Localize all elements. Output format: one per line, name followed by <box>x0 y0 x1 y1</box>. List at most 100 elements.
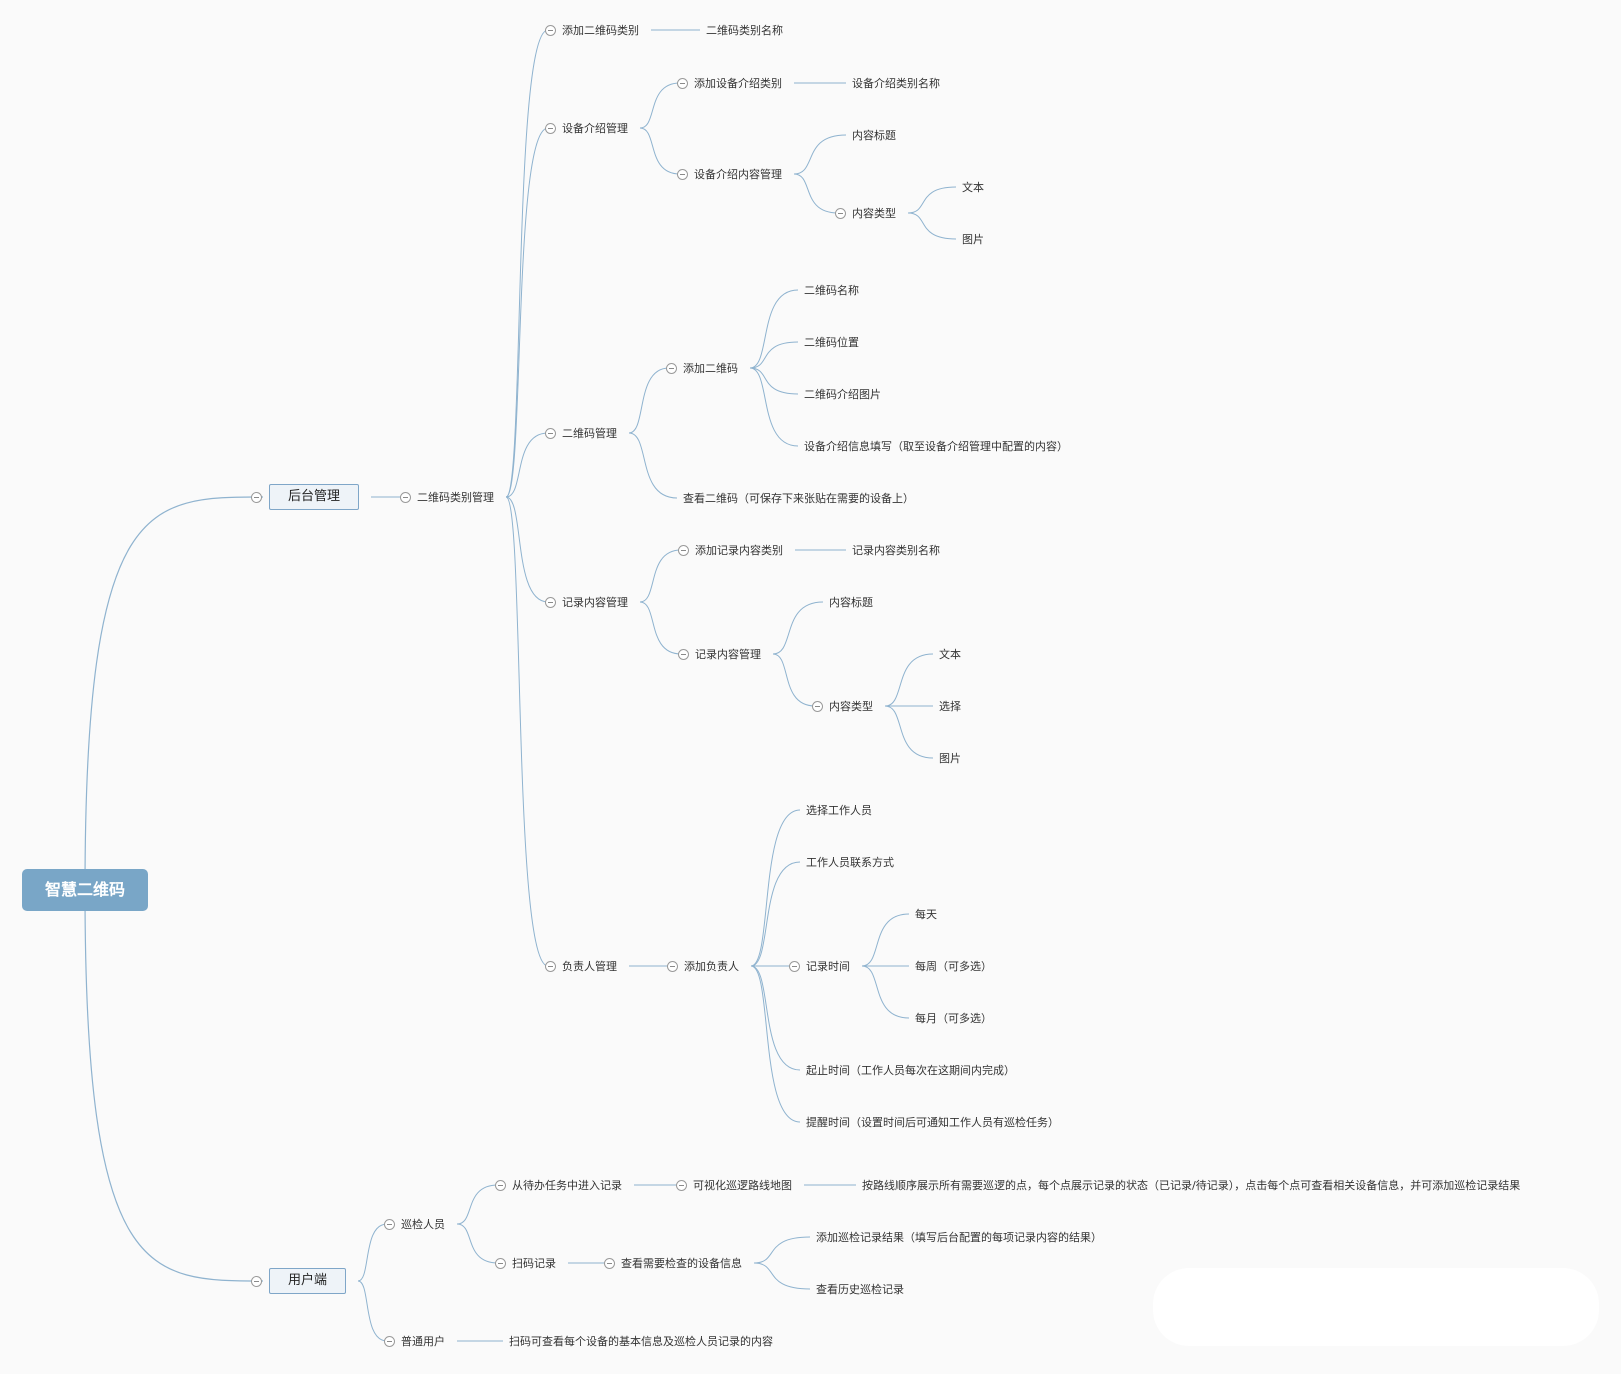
topic-node[interactable]: 每天 <box>915 907 937 921</box>
topic-node[interactable]: 添加记录内容类别 <box>695 543 783 557</box>
connector-line <box>772 601 824 655</box>
collapse-toggle-icon[interactable] <box>251 1275 262 1287</box>
topic-node[interactable]: 工作人员联系方式 <box>806 855 894 869</box>
main-branch-topic[interactable]: 用户端 <box>269 1268 347 1294</box>
connector-line <box>639 601 682 655</box>
topic-node[interactable]: 记录内容类别名称 <box>852 543 940 557</box>
topic-node[interactable]: 二维码位置 <box>804 335 859 349</box>
topic-node[interactable]: 记录内容管理 <box>562 595 628 609</box>
collapse-toggle-icon[interactable] <box>545 427 556 439</box>
collapse-toggle-icon[interactable] <box>495 1257 506 1269</box>
collapse-toggle-icon[interactable] <box>812 700 823 712</box>
topic-node[interactable]: 设备介绍类别名称 <box>852 76 940 90</box>
topic-node[interactable]: 查看需要检查的设备信息 <box>621 1256 742 1270</box>
connector-line <box>639 82 681 129</box>
connector-line <box>357 1280 388 1342</box>
topic-node[interactable]: 添加二维码类别 <box>562 23 639 37</box>
connector-line <box>749 341 799 369</box>
topic-node[interactable]: 添加二维码 <box>683 361 738 375</box>
connector-line <box>750 861 801 967</box>
collapse-toggle-icon[interactable] <box>676 1179 687 1191</box>
topic-node[interactable]: 添加巡检记录结果（填写后台配置的每项记录内容的结果） <box>816 1230 1102 1244</box>
collapse-toggle-icon[interactable] <box>678 544 689 556</box>
connector-line <box>749 367 799 395</box>
collapse-toggle-icon[interactable] <box>545 960 556 972</box>
topic-node[interactable]: 二维码类别管理 <box>417 490 494 504</box>
topic-node[interactable]: 二维码介绍图片 <box>804 387 881 401</box>
collapse-toggle-icon[interactable] <box>678 648 689 660</box>
connector-line <box>861 913 910 967</box>
topic-node[interactable]: 设备介绍信息填写（取至设备介绍管理中配置的内容） <box>804 439 1068 453</box>
topic-node[interactable]: 图片 <box>962 232 984 246</box>
connector-line <box>84 889 264 1282</box>
topic-node[interactable]: 设备介绍内容管理 <box>694 167 782 181</box>
topic-node[interactable]: 起止时间（工作人员每次在这期间内完成） <box>806 1063 1015 1077</box>
collapse-toggle-icon[interactable] <box>384 1335 395 1347</box>
connector-line <box>505 496 549 603</box>
connector-line <box>753 1236 811 1264</box>
topic-node[interactable]: 添加设备介绍类别 <box>694 76 782 90</box>
topic-node[interactable]: 选择工作人员 <box>806 803 872 817</box>
connector-line <box>456 1184 499 1225</box>
collapse-toggle-icon[interactable] <box>545 24 556 36</box>
connector-line <box>639 549 682 603</box>
topic-node[interactable]: 每周（可多选） <box>915 959 992 973</box>
connector-line <box>749 289 799 369</box>
connector-line <box>628 367 670 434</box>
topic-node[interactable]: 可视化巡逻路线地图 <box>693 1178 792 1192</box>
collapse-toggle-icon[interactable] <box>251 491 262 503</box>
connector-line <box>84 496 264 891</box>
collapse-toggle-icon[interactable] <box>384 1218 395 1230</box>
blank-overlay <box>1153 1268 1599 1346</box>
root-topic[interactable]: 智慧二维码 <box>22 869 149 911</box>
topic-node[interactable]: 从待办任务中进入记录 <box>512 1178 622 1192</box>
collapse-toggle-icon[interactable] <box>677 77 688 89</box>
topic-node[interactable]: 添加负责人 <box>684 959 739 973</box>
topic-node[interactable]: 记录时间 <box>806 959 850 973</box>
collapse-toggle-icon[interactable] <box>545 596 556 608</box>
topic-node[interactable]: 按路线顺序展示所有需要巡逻的点，每个点展示记录的状态（已记录/待记录），点击每个… <box>862 1178 1521 1192</box>
connector-line <box>505 496 549 967</box>
collapse-toggle-icon[interactable] <box>677 168 688 180</box>
collapse-toggle-icon[interactable] <box>604 1257 615 1269</box>
collapse-toggle-icon[interactable] <box>400 491 411 503</box>
topic-node[interactable]: 选择 <box>939 699 961 713</box>
topic-node[interactable]: 二维码类别名称 <box>706 23 783 37</box>
collapse-toggle-icon[interactable] <box>666 362 677 374</box>
main-branch-topic[interactable]: 后台管理 <box>269 484 360 510</box>
topic-node[interactable]: 内容标题 <box>829 595 873 609</box>
connector-line <box>639 127 681 175</box>
connector-line <box>456 1223 499 1264</box>
topic-node[interactable]: 内容标题 <box>852 128 896 142</box>
topic-node[interactable]: 文本 <box>939 647 961 661</box>
topic-node[interactable]: 普通用户 <box>401 1334 445 1348</box>
collapse-toggle-icon[interactable] <box>495 1179 506 1191</box>
topic-node[interactable]: 查看二维码（可保存下来张贴在需要的设备上） <box>683 491 914 505</box>
topic-node[interactable]: 文本 <box>962 180 984 194</box>
connector-line <box>750 965 801 1123</box>
collapse-toggle-icon[interactable] <box>789 960 800 972</box>
topic-node[interactable]: 扫码可查看每个设备的基本信息及巡检人员记录的内容 <box>509 1334 773 1348</box>
topic-node[interactable]: 图片 <box>939 751 961 765</box>
topic-node[interactable]: 负责人管理 <box>562 959 617 973</box>
topic-node[interactable]: 提醒时间（设置时间后可通知工作人员有巡检任务） <box>806 1115 1059 1129</box>
topic-node[interactable]: 二维码管理 <box>562 426 617 440</box>
connector-line <box>861 965 910 1019</box>
topic-node[interactable]: 二维码名称 <box>804 283 859 297</box>
connector-line <box>628 432 678 499</box>
topic-node[interactable]: 内容类型 <box>829 699 873 713</box>
collapse-toggle-icon[interactable] <box>835 207 846 219</box>
topic-node[interactable]: 查看历史巡检记录 <box>816 1282 904 1296</box>
connector-line <box>505 127 549 498</box>
topic-node[interactable]: 记录内容管理 <box>695 647 761 661</box>
collapse-toggle-icon[interactable] <box>667 960 678 972</box>
collapse-toggle-icon[interactable] <box>545 122 556 134</box>
connector-line <box>505 29 549 498</box>
topic-node[interactable]: 巡检人员 <box>401 1217 445 1231</box>
connector-line <box>907 186 957 214</box>
topic-node[interactable]: 内容类型 <box>852 206 896 220</box>
topic-node[interactable]: 设备介绍管理 <box>562 121 628 135</box>
topic-node[interactable]: 扫码记录 <box>512 1256 556 1270</box>
topic-node[interactable]: 每月（可多选） <box>915 1011 992 1025</box>
